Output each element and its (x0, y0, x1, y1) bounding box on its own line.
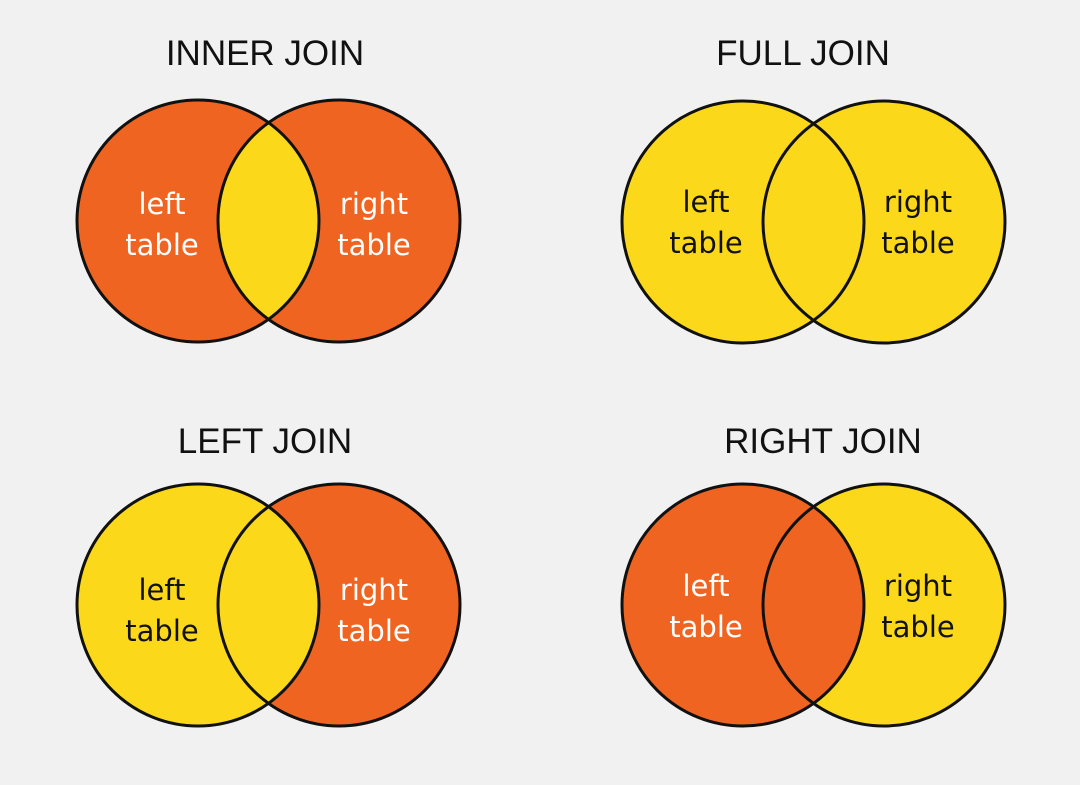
full-join-right-outline (761, 99, 1007, 345)
inner-join-diagram: INNER JOIN left table right table (75, 34, 462, 344)
inner-join-right-label: right (340, 187, 408, 221)
inner-join-left-label-2: table (125, 228, 198, 262)
right-join-right-label-2: table (881, 610, 954, 644)
inner-join-overlap (218, 100, 319, 342)
left-join-title: LEFT JOIN (178, 422, 352, 461)
right-join-overlap (763, 484, 864, 726)
inner-join-right-label-2: table (337, 228, 410, 262)
right-join-right-label: right (884, 569, 952, 603)
left-join-left-outline (75, 482, 321, 728)
left-join-overlap (218, 484, 319, 726)
full-join-overlap (763, 101, 864, 343)
full-join-diagram: FULL JOIN left table right table (620, 34, 1007, 345)
right-join-left-label: left (683, 569, 730, 603)
left-join-right-label-2: table (337, 614, 410, 648)
right-join-left-label-2: table (669, 610, 742, 644)
right-join-right-outline (761, 482, 1007, 728)
full-join-left-outline (620, 99, 866, 345)
full-join-right-label-2: table (881, 226, 954, 260)
inner-join-left-label: left (139, 187, 186, 221)
right-join-title: RIGHT JOIN (724, 422, 922, 461)
left-join-right-label: right (340, 573, 408, 607)
left-join-left-label: left (139, 573, 186, 607)
inner-join-left-outline (75, 98, 321, 344)
full-join-title: FULL JOIN (716, 34, 890, 73)
full-join-left-label-2: table (669, 226, 742, 260)
full-join-left-label: left (683, 185, 730, 219)
inner-join-title: INNER JOIN (166, 34, 364, 73)
left-join-right-outline (216, 482, 462, 728)
left-join-diagram: LEFT JOIN left table right table (75, 422, 462, 728)
left-join-left-label-2: table (125, 614, 198, 648)
full-join-right-label: right (884, 185, 952, 219)
right-join-left-outline (620, 482, 866, 728)
right-join-diagram: RIGHT JOIN left table right table (620, 422, 1007, 728)
inner-join-right-outline (216, 98, 462, 344)
